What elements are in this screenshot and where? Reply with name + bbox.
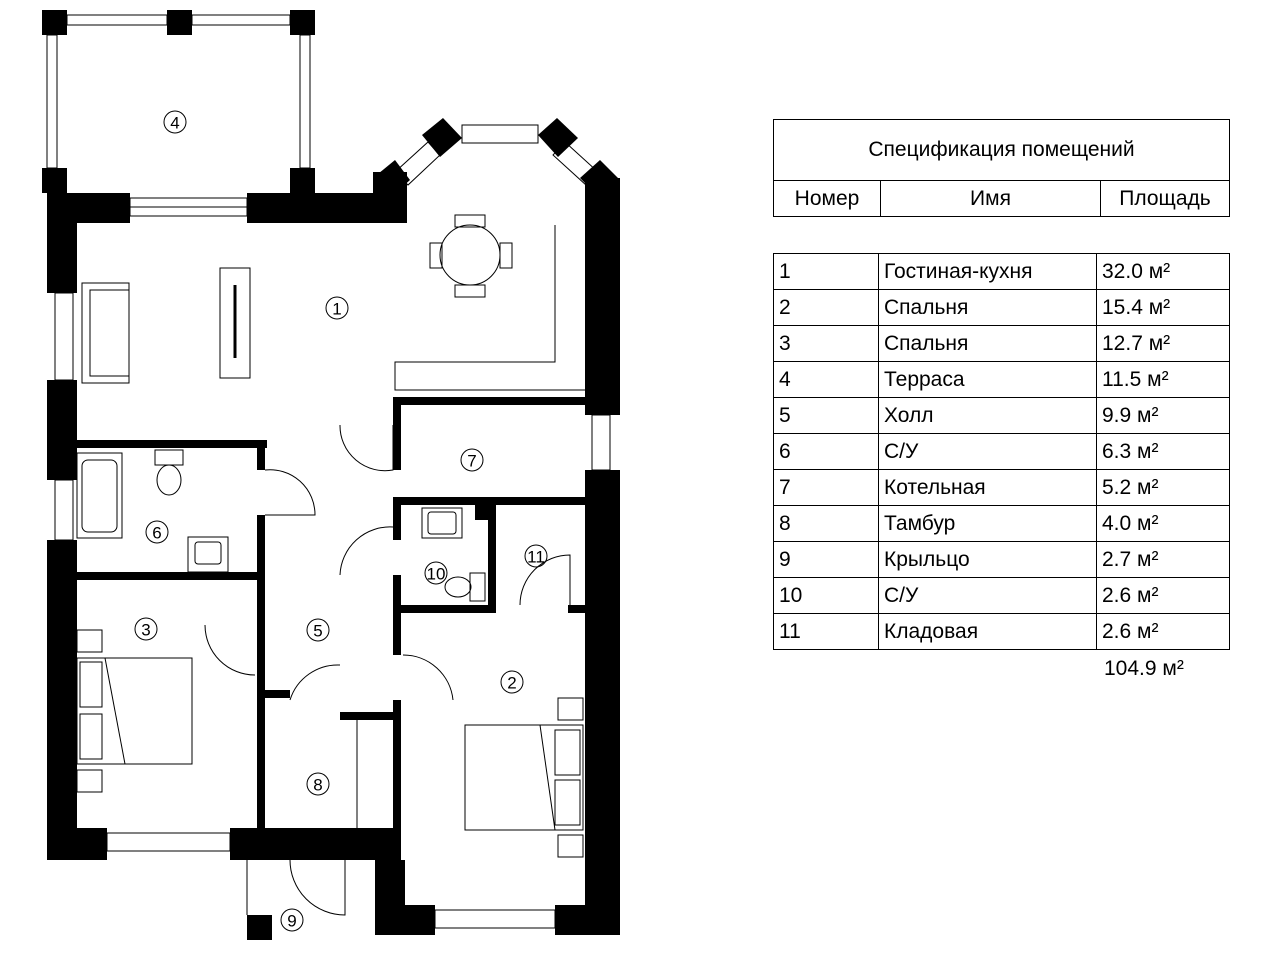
column-header-name: Имя [880,180,1101,217]
table-row: 9 Крыльцо 2.7 м² [773,541,1230,578]
cell-name: Котельная [878,469,1097,506]
room-label-2: 2 [507,674,516,693]
room-label-5: 5 [313,622,322,641]
room-label-4: 4 [170,114,179,133]
table-row: 3 Спальня 12.7 м² [773,325,1230,362]
cell-area: 6.3 м² [1096,433,1230,470]
table-row: 1 Гостиная-кухня 32.0 м² [773,253,1230,290]
sofa-icon [81,282,130,384]
room-label-7: 7 [467,452,476,471]
cell-area: 9.9 м² [1096,397,1230,434]
room-label-8: 8 [313,776,322,795]
window-openings [46,14,611,929]
kitchen-counter [394,225,585,391]
table-row: 10 С/У 2.6 м² [773,577,1230,614]
spec-table-header: Спецификация помещений Номер Имя Площадь [773,119,1230,217]
cell-name: Спальня [878,289,1097,326]
cell-name: Гостиная-кухня [878,253,1097,290]
room-marker-8 [306,772,330,796]
room-marker-4 [163,110,187,134]
total-area: 104.9 м² [1104,657,1184,680]
cell-number: 5 [773,397,879,434]
cell-area: 2.7 м² [1096,541,1230,578]
room-marker-1 [325,296,349,320]
room-markers [134,110,548,932]
cell-number: 3 [773,325,879,362]
toilet-icon [154,449,486,602]
cell-number: 6 [773,433,879,470]
cell-name: С/У [878,433,1097,470]
sink-icon [187,507,463,573]
room-marker-11 [524,544,548,568]
tv-stand-icon [219,267,251,379]
cell-number: 10 [773,577,879,614]
cell-name: Терраса [878,361,1097,398]
table-row: 4 Терраса 11.5 м² [773,361,1230,398]
door-swings [204,424,571,916]
cell-number: 2 [773,289,879,326]
cell-number: 4 [773,361,879,398]
room-marker-3 [134,617,158,641]
cell-name: Кладовая [878,613,1097,650]
bathtub-icon [76,452,123,539]
cell-name: Холл [878,397,1097,434]
cell-area: 32.0 м² [1096,253,1230,290]
room-label-10: 10 [427,565,446,584]
spec-title: Спецификация помещений [773,119,1230,181]
column-header-area: Площадь [1100,180,1230,217]
room-marker-6 [145,520,169,544]
bed-icon [76,629,584,858]
room-labels: 4 1 7 6 11 10 3 5 2 8 9 [141,114,545,931]
cell-number: 9 [773,541,879,578]
room-marker-5 [306,618,330,642]
room-marker-2 [500,670,524,694]
room-label-6: 6 [152,524,161,543]
floor-plan: 4 1 7 6 11 10 3 5 2 8 9 [42,10,620,940]
room-label-9: 9 [287,912,296,931]
column-header-number: Номер [773,180,881,217]
table-row: 5 Холл 9.9 м² [773,397,1230,434]
room-marker-9 [280,908,304,932]
cell-number: 8 [773,505,879,542]
furniture [76,214,584,858]
room-label-1: 1 [332,300,341,319]
room-label-11: 11 [527,548,545,567]
cell-area: 2.6 м² [1096,577,1230,614]
cell-name: Спальня [878,325,1097,362]
exterior-walls [42,10,620,940]
cell-area: 15.4 м² [1096,289,1230,326]
cell-area: 2.6 м² [1096,613,1230,650]
cell-number: 1 [773,253,879,290]
cell-name: Тамбур [878,505,1097,542]
spec-table: 1 Гостиная-кухня 32.0 м² 2 Спальня 15.4 … [773,253,1230,650]
cell-area: 11.5 м² [1096,361,1230,398]
dining-table-icon [429,214,513,298]
table-row: 7 Котельная 5.2 м² [773,469,1230,506]
cell-area: 4.0 м² [1096,505,1230,542]
room-label-3: 3 [141,621,150,640]
cell-name: Крыльцо [878,541,1097,578]
cell-number: 11 [773,613,879,650]
table-row: 2 Спальня 15.4 м² [773,289,1230,326]
table-row: 11 Кладовая 2.6 м² [773,613,1230,650]
table-row: 8 Тамбур 4.0 м² [773,505,1230,542]
cell-name: С/У [878,577,1097,614]
cell-area: 12.7 м² [1096,325,1230,362]
cell-number: 7 [773,469,879,506]
table-row: 6 С/У 6.3 м² [773,433,1230,470]
room-marker-7 [460,448,484,472]
room-marker-10 [424,561,448,585]
interior-walls [77,397,588,860]
cell-area: 5.2 м² [1096,469,1230,506]
